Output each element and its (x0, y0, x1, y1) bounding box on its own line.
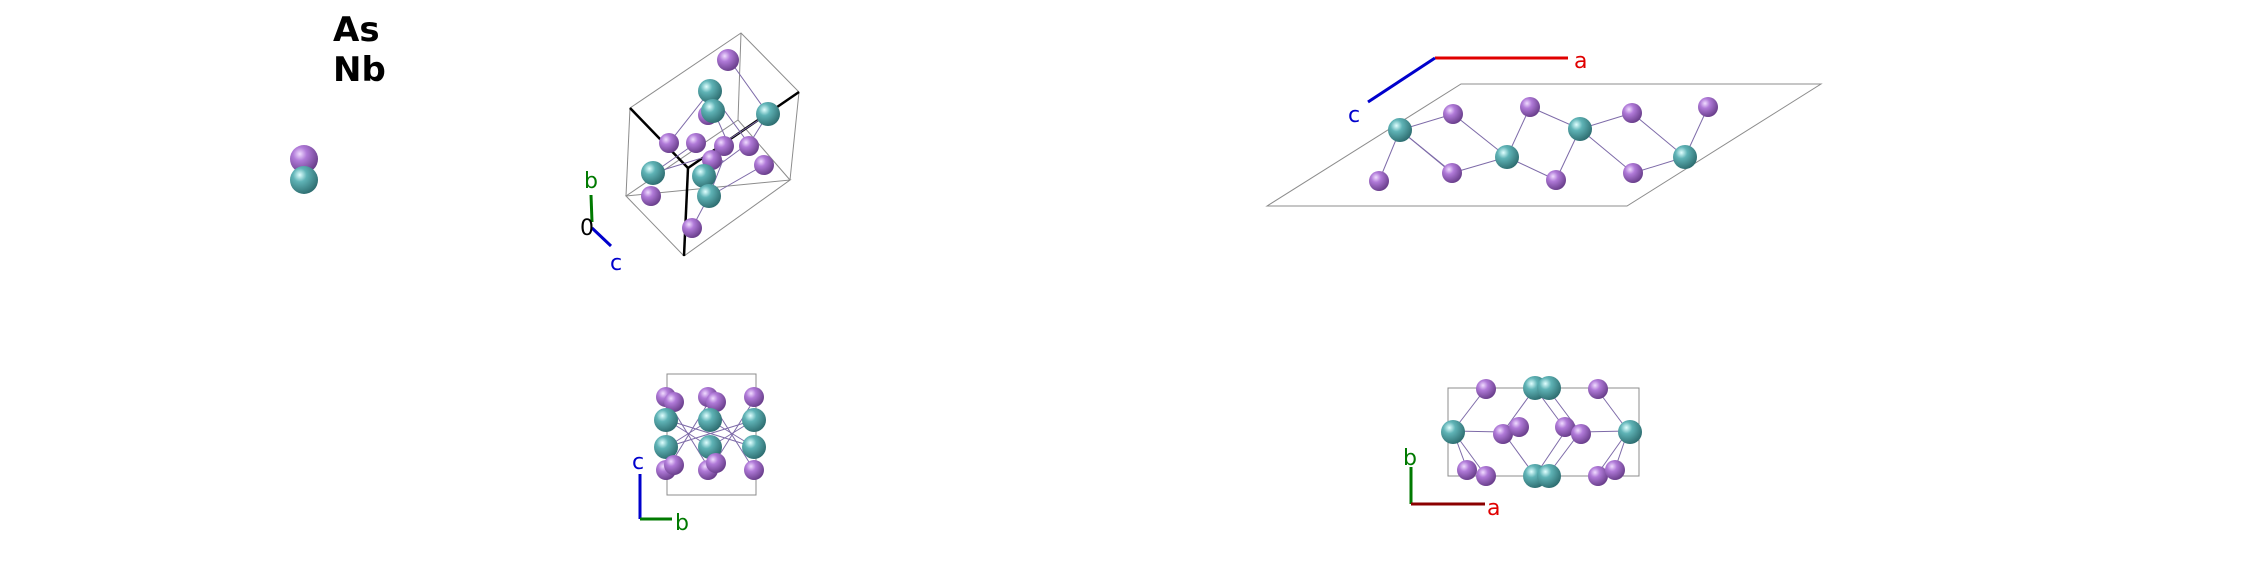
nb-atom (1537, 376, 1561, 400)
as-atom (714, 136, 734, 156)
legend-as-atom (290, 145, 318, 173)
nb-atom (698, 79, 722, 103)
as-atom (717, 49, 739, 71)
axis-triad-bottom-left: c b (632, 450, 689, 536)
axis-triad-perspective: b 0 c (580, 169, 622, 276)
axis-b-label: b (584, 169, 598, 194)
as-atom (1555, 417, 1575, 437)
as-atom (1698, 97, 1718, 117)
view-along-c: b a (1403, 376, 1642, 521)
axis-c-label: c (632, 450, 644, 475)
nb-atom (742, 408, 766, 432)
as-atom (1493, 424, 1513, 444)
as-atom (1457, 460, 1477, 480)
atoms (1369, 97, 1718, 191)
axis-origin-label: 0 (580, 216, 594, 241)
axis-triad-bottom-right: b a (1403, 446, 1500, 521)
axis-c-label: c (610, 251, 622, 276)
nb-atom (698, 408, 722, 432)
atoms (1441, 376, 1642, 488)
bonds (1452, 387, 1629, 477)
as-atom (1546, 170, 1566, 190)
as-atom (744, 460, 764, 480)
axis-b-line (589, 194, 594, 223)
nb-atom (701, 99, 725, 123)
as-atom (1605, 460, 1625, 480)
nb-atom (1568, 117, 1592, 141)
nb-atom (1618, 420, 1642, 444)
axis-triad-top-right: a c (1348, 49, 1587, 128)
unit-cell-outline (666, 373, 757, 496)
as-atom (1509, 417, 1529, 437)
axis-b-label: b (675, 511, 689, 536)
nb-atom (654, 408, 678, 432)
as-atom (1588, 379, 1608, 399)
as-atom (739, 136, 759, 156)
nb-atom (692, 164, 716, 188)
as-atom (1369, 171, 1389, 191)
nb-atom (697, 184, 721, 208)
perspective-view: b 0 c (580, 32, 800, 276)
as-atom (686, 133, 706, 153)
as-atom (1622, 103, 1642, 123)
legend-nb-label: Nb (333, 50, 386, 90)
legend-as-label: As (333, 10, 380, 50)
as-atom (1571, 424, 1591, 444)
legend-spheres (290, 145, 318, 194)
as-atom (706, 453, 726, 473)
nb-atom (1441, 420, 1465, 444)
as-atom (1623, 163, 1643, 183)
axis-b-label: b (1403, 446, 1417, 471)
nb-atom (742, 435, 766, 459)
legend-nb-atom (290, 166, 318, 194)
as-atom (682, 218, 702, 238)
view-along-a: c b (632, 373, 766, 536)
axis-c-line (1367, 56, 1436, 104)
as-atom (1476, 379, 1496, 399)
nb-atom (641, 161, 665, 185)
axis-c-line (590, 226, 613, 248)
nb-atom (654, 435, 678, 459)
as-atom (664, 455, 684, 475)
axis-c-label: c (1348, 103, 1360, 128)
bonds (1378, 106, 1709, 182)
unit-cell-outline (624, 32, 800, 257)
axis-a-label: a (1574, 49, 1587, 74)
nb-atom (1673, 145, 1697, 169)
as-atom (1443, 104, 1463, 124)
atoms (654, 387, 766, 480)
nb-atom (1537, 464, 1561, 488)
nb-atom (1495, 145, 1519, 169)
as-atom (641, 186, 661, 206)
as-atom (659, 133, 679, 153)
as-atom (1442, 163, 1462, 183)
view-along-b: a c (1265, 49, 1823, 207)
as-atom (754, 155, 774, 175)
as-atom (706, 392, 726, 412)
axis-a-label: a (1487, 496, 1500, 521)
atoms (641, 49, 780, 238)
as-atom (1476, 466, 1496, 486)
as-atom (664, 392, 684, 412)
as-atom (1588, 466, 1608, 486)
as-atom (744, 387, 764, 407)
nb-atom (1388, 118, 1412, 142)
nb-atom (756, 102, 780, 126)
as-atom (1520, 97, 1540, 117)
